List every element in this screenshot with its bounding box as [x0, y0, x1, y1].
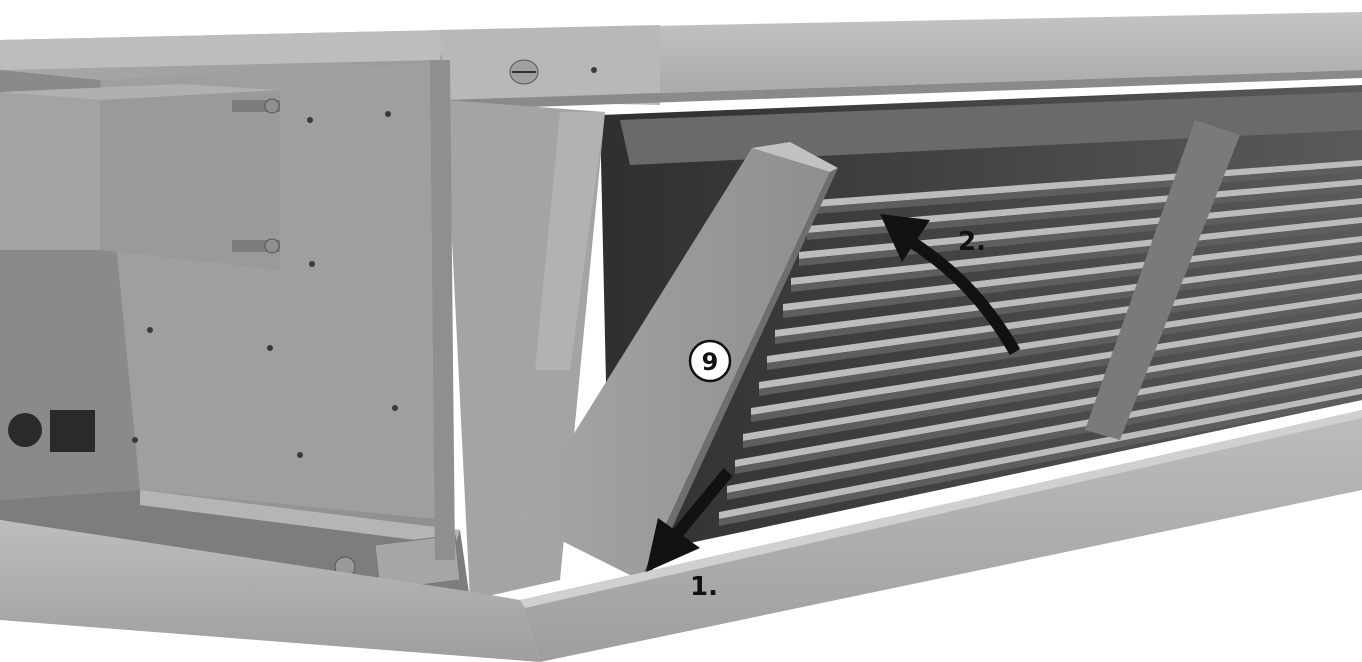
- louvre-slat-shadow: [767, 280, 1362, 370]
- louvre-slat: [775, 255, 1362, 337]
- louvre-slat-shadow: [815, 166, 1362, 214]
- louvre-slat-shadow: [743, 337, 1362, 448]
- louvre-slat-shadow: [775, 261, 1362, 344]
- step-1-label: 1.: [690, 572, 718, 602]
- louvre-slat-shadow: [751, 318, 1362, 422]
- screw-head-icon: [509, 59, 539, 85]
- louvre-slat: [743, 331, 1362, 441]
- louvre-slat-shadow: [791, 223, 1362, 292]
- louvre-slat-shadow: [799, 204, 1362, 266]
- louvre-slat: [751, 312, 1362, 415]
- louvre-slat-shadow: [807, 185, 1362, 240]
- step-2-label: 2.: [958, 227, 986, 257]
- louvre-slat: [719, 388, 1362, 519]
- louvre-slats: [719, 120, 1362, 526]
- louvre-slat: [807, 179, 1362, 233]
- bottom-lip: [0, 410, 1362, 662]
- louvre-slat-shadow: [783, 242, 1362, 318]
- circled-number-icon: [688, 339, 732, 383]
- removable-flap: [520, 142, 838, 580]
- louvre-slat-shadow: [759, 299, 1362, 396]
- louvre-support-rib: [1085, 120, 1240, 440]
- louvre-slat: [783, 236, 1362, 311]
- louvre-slat: [735, 350, 1362, 467]
- louvre-slat: [791, 217, 1362, 285]
- side-housing: [0, 30, 470, 600]
- part-number-label: 9: [702, 348, 719, 376]
- top-rail: [440, 12, 1362, 110]
- arrow-curved-up-icon: [880, 214, 1021, 355]
- louvre-slat: [727, 369, 1362, 493]
- louvre-slat: [759, 293, 1362, 389]
- part-number-callout: 9: [688, 339, 732, 383]
- arrow-down-left-icon: [646, 468, 733, 572]
- louvre-slat-shadow: [727, 375, 1362, 500]
- louvre-slat-shadow: [719, 394, 1362, 526]
- louvre-slat: [767, 274, 1362, 363]
- louvre-slat: [799, 198, 1362, 259]
- louvre-slat-shadow: [735, 356, 1362, 474]
